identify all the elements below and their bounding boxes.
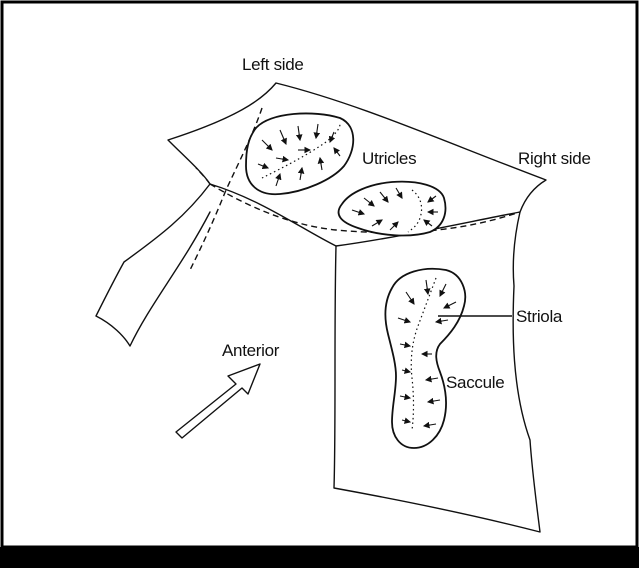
right-side-label: Right side [518, 149, 591, 168]
bottom-bar [0, 547, 639, 568]
left-utricle [246, 113, 353, 194]
anterior-label: Anterior [222, 341, 280, 360]
left-side-label: Left side [242, 55, 304, 74]
saccule-label: Saccule [446, 373, 504, 392]
figure-frame [2, 2, 637, 547]
anterior-arrow [176, 364, 260, 438]
utricles-label: Utricles [362, 149, 416, 168]
saccule [385, 269, 465, 448]
striola-label: Striola [516, 307, 563, 326]
